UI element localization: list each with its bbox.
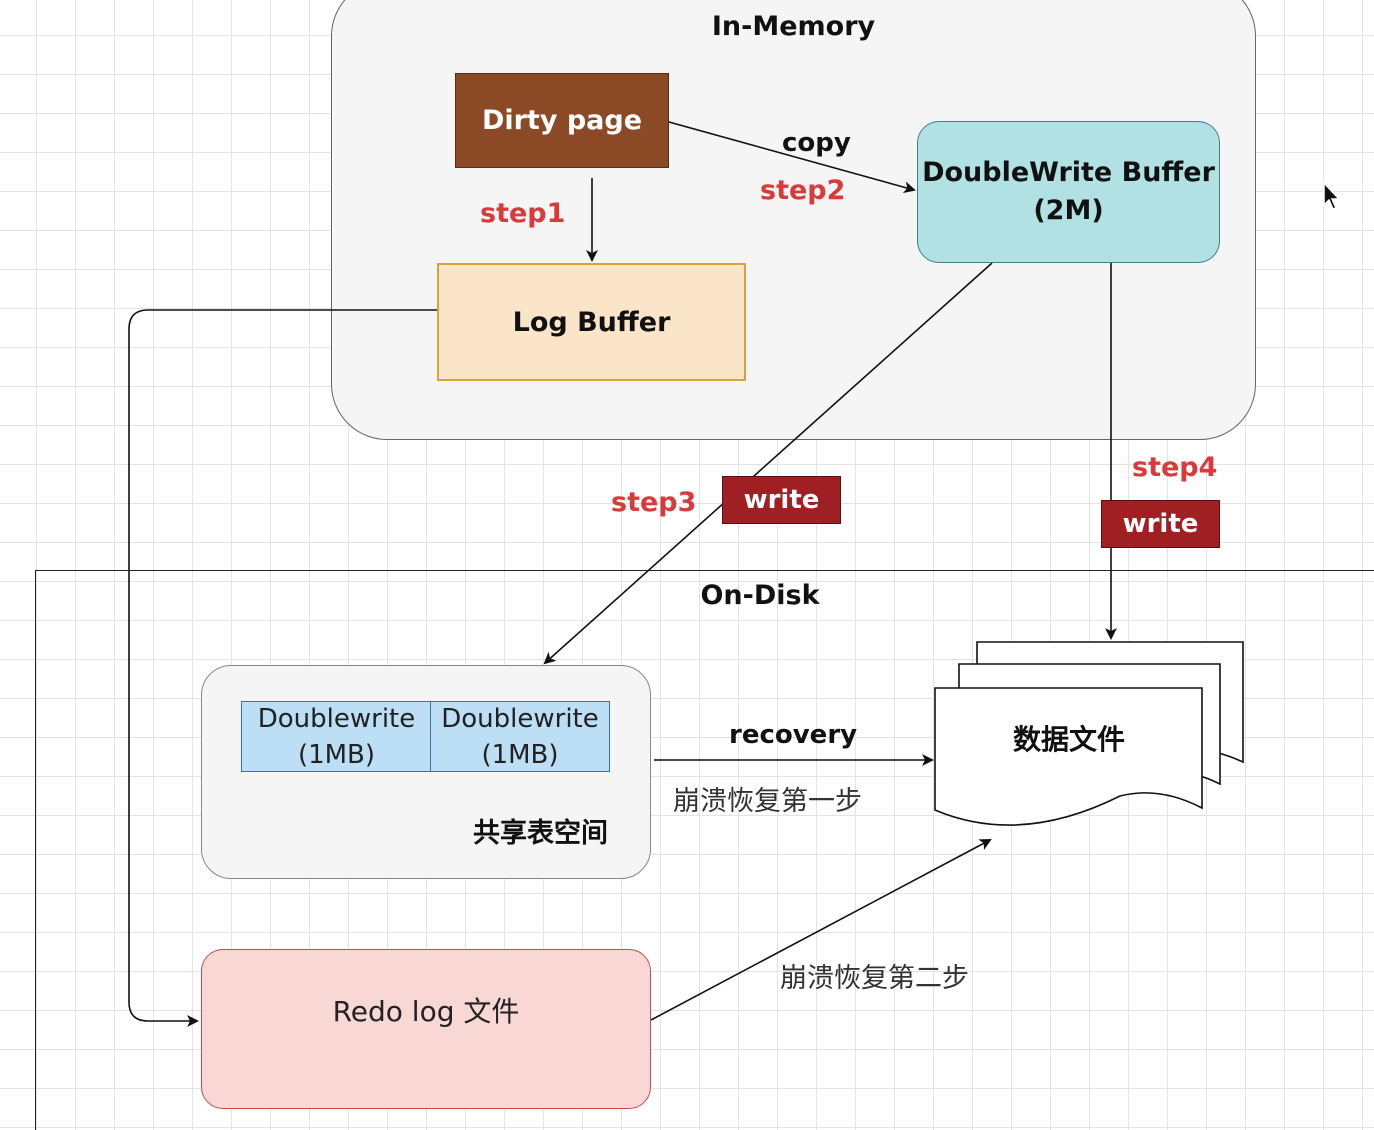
redo-log-node: Redo log 文件 xyxy=(201,949,651,1109)
data-file-label: 数据文件 xyxy=(1012,723,1125,756)
doublewrite-cell-2: Doublewrite (1MB) xyxy=(430,701,610,772)
doublewrite-cell-2-name: Doublewrite xyxy=(441,703,599,734)
crash-recovery-step2-label: 崩溃恢复第二步 xyxy=(780,963,969,994)
doublewrite-buffer-title: DoubleWrite Buffer xyxy=(922,157,1215,188)
doublewrite-buffer-size: (2M) xyxy=(1033,195,1104,226)
doublewrite-cell-1-name: Doublewrite xyxy=(257,703,416,734)
write-tag-step3: write xyxy=(722,476,841,524)
step2-label: step2 xyxy=(760,175,846,206)
doublewrite-cell-1: Doublewrite (1MB) xyxy=(241,701,432,772)
copy-label: copy xyxy=(782,128,851,158)
mouse-pointer-icon xyxy=(1323,181,1341,210)
shared-tablespace-label: 共享表空间 xyxy=(473,817,608,849)
crash-recovery-step1-label: 崩溃恢复第一步 xyxy=(673,786,862,817)
dirty-page-node: Dirty page xyxy=(455,73,669,168)
in-memory-title: In-Memory xyxy=(711,10,876,42)
step4-label: step4 xyxy=(1132,452,1218,483)
doublewrite-cell-2-size: (1MB) xyxy=(481,739,559,770)
step3-label: step3 xyxy=(611,487,697,518)
recovery-label: recovery xyxy=(729,720,858,750)
log-buffer-node: Log Buffer xyxy=(437,263,746,381)
shared-tablespace-node xyxy=(201,665,651,879)
write-tag-step4: write xyxy=(1101,500,1220,548)
step1-label: step1 xyxy=(480,198,566,229)
on-disk-title: On-Disk xyxy=(700,579,820,611)
doublewrite-buffer-node: DoubleWrite Buffer (2M) xyxy=(917,121,1220,263)
doublewrite-cell-1-size: (1MB) xyxy=(297,739,376,770)
redo-log-label: Redo log 文件 xyxy=(332,995,520,1028)
